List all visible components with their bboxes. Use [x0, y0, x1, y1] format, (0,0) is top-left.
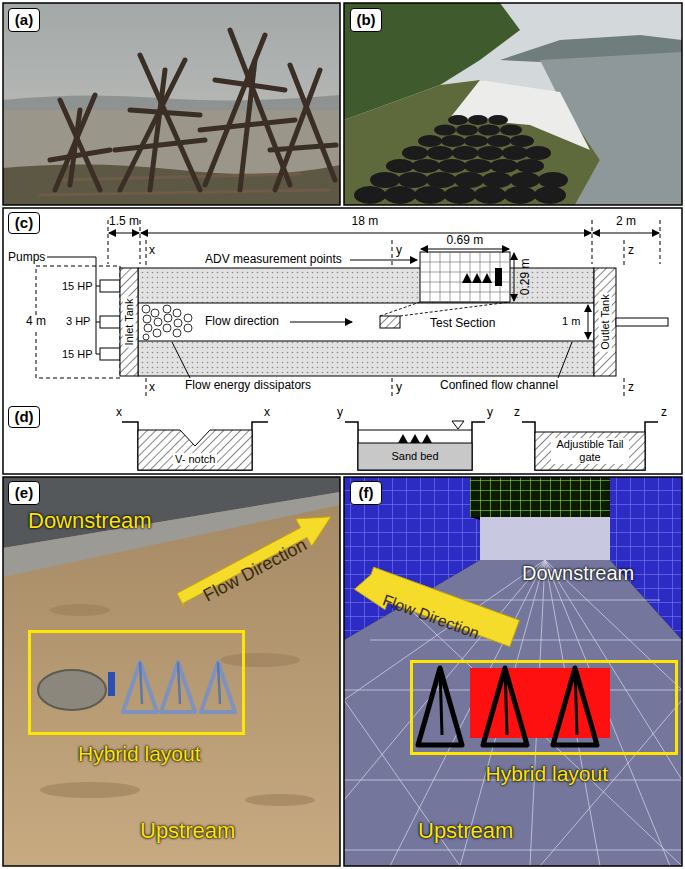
flume-schematic — [3, 208, 682, 474]
section-fill: V- notch — [138, 430, 252, 470]
section-mark: z — [661, 406, 667, 420]
pump-label: 15 HP — [62, 280, 93, 293]
section-mark: y — [487, 406, 493, 420]
dimension-label: 1.5 m — [109, 215, 139, 229]
dimension-label: 2 m — [616, 215, 636, 229]
node-text: (a) — [15, 11, 33, 28]
pump-label: 15 HP — [62, 348, 93, 361]
photo-porcupines — [3, 3, 340, 205]
tail-gate: Adjustible Tail gate — [535, 432, 645, 470]
pump-label: 3 HP — [66, 315, 90, 328]
tank-box: Outlet Tank — [594, 268, 616, 376]
photo-caption: Downstream — [28, 508, 151, 533]
section-mark: y — [396, 244, 402, 258]
node-text: (e) — [15, 484, 33, 501]
callout-label: Pumps — [8, 251, 45, 265]
panel-label: (e) — [8, 481, 40, 505]
section-mark: z — [628, 244, 634, 258]
panel-label: (d) — [8, 406, 40, 428]
tank-box: Inlet Tank — [120, 268, 138, 376]
photo-caption: Downstream — [522, 562, 634, 585]
node-text: (c) — [15, 214, 33, 231]
node-text: (d) — [14, 408, 33, 425]
panel-label: (c) — [8, 212, 40, 234]
layout-frame: Hybrid layout — [28, 630, 245, 735]
flume-channel: Flow direction Test Section — [138, 303, 594, 341]
node-text: V- notch — [173, 453, 217, 466]
section-mark: y — [396, 381, 402, 395]
dimension-label: 18 m — [352, 215, 379, 229]
panel-label: (a) — [8, 8, 40, 32]
node-text: (b) — [356, 11, 375, 28]
panel-label: (b) — [350, 8, 382, 32]
section-mark: x — [149, 244, 155, 258]
photo-lab-flume — [3, 477, 340, 866]
dimension-label: 1 m — [562, 315, 580, 328]
dimension-label: 0.69 m — [447, 234, 484, 248]
photo-sandbags — [344, 3, 682, 205]
sand-bed: Sand bed — [358, 443, 472, 470]
section-mark: z — [628, 381, 634, 395]
section-mark: x — [116, 406, 122, 420]
node-text: Hybrid layout — [486, 762, 609, 786]
panel-label: (f) — [350, 481, 382, 505]
node-text: Flow direction — [205, 315, 279, 329]
dimension-label: 4 m — [24, 315, 48, 329]
layout-frame: Hybrid layout — [410, 660, 678, 755]
cfd-mesh-render — [344, 477, 682, 866]
node-text: (f) — [359, 484, 374, 501]
node-text: Outlet Tank — [599, 292, 612, 351]
photo-caption: Upstream — [418, 818, 513, 843]
node-text: Test Section — [430, 317, 495, 331]
section-mark: y — [337, 406, 343, 420]
callout-label: Flow energy dissipators — [185, 379, 311, 393]
callout-label: Confined flow channel — [440, 379, 558, 393]
section-mark: x — [149, 381, 155, 395]
node-text: Sand bed — [391, 450, 438, 463]
node-text: Inlet Tank — [123, 297, 136, 348]
node-text: Adjustible Tail gate — [551, 438, 629, 463]
photo-caption: Upstream — [140, 818, 235, 843]
section-mark: x — [264, 406, 270, 420]
dimension-label: 0.29 m — [519, 259, 533, 296]
node-text: Hybrid layout — [78, 742, 201, 766]
callout-label: ADV measurement points — [205, 253, 342, 267]
section-mark: z — [514, 406, 520, 420]
